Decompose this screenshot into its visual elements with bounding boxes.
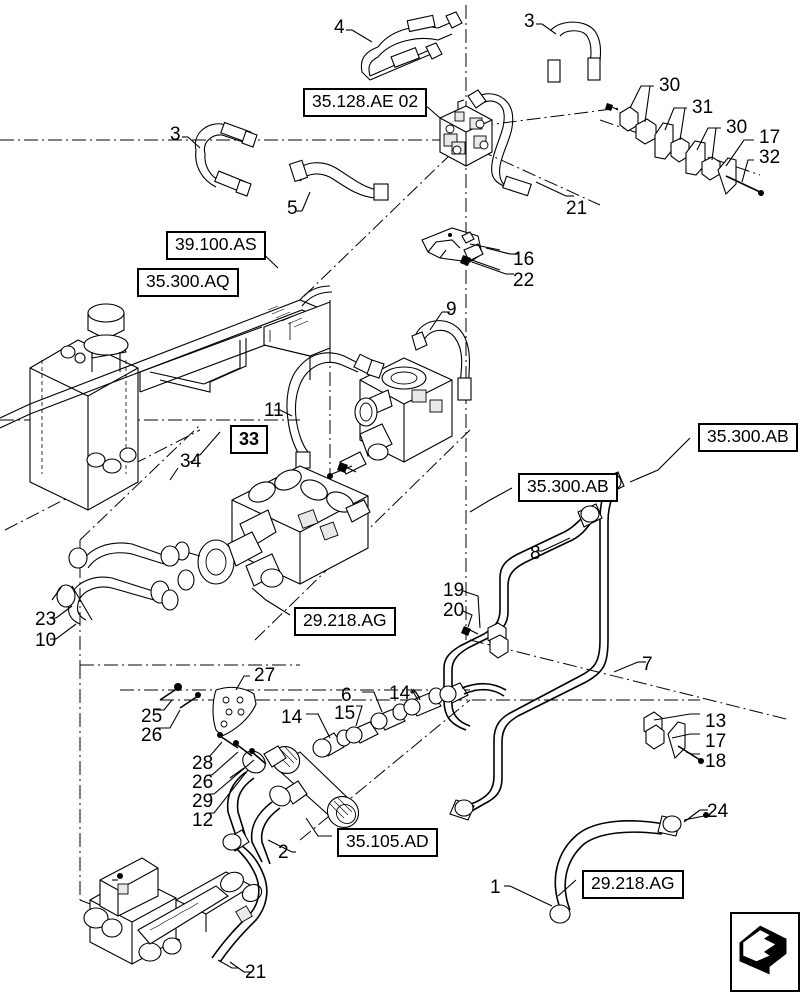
bracket-16-22 bbox=[421, 227, 501, 271]
clamp-19-20 bbox=[461, 590, 509, 659]
hose-5 bbox=[288, 159, 389, 201]
callout-17-top[interactable]: 17 bbox=[759, 127, 781, 148]
callout-29[interactable]: 29 bbox=[192, 791, 214, 812]
callout-15[interactable]: 15 bbox=[334, 703, 356, 724]
reference-box-35-105-ad[interactable]: 35.105.AD bbox=[337, 828, 438, 857]
valve-manifold bbox=[439, 99, 493, 167]
callout-26-b[interactable]: 26 bbox=[192, 772, 214, 793]
boxed-callout-33[interactable]: 33 bbox=[230, 425, 269, 454]
hose-11 bbox=[286, 352, 385, 469]
callout-20[interactable]: 20 bbox=[443, 600, 465, 621]
view-orientation-icon bbox=[730, 912, 800, 992]
leader-lines bbox=[50, 23, 708, 973]
hose-3-left bbox=[194, 121, 258, 197]
hose-3-top bbox=[547, 21, 602, 83]
callout-21-bottom[interactable]: 21 bbox=[245, 962, 267, 983]
callout-11[interactable]: 11 bbox=[264, 400, 284, 421]
callout-19[interactable]: 19 bbox=[443, 580, 465, 601]
arrow-view-direction-icon bbox=[739, 925, 787, 975]
callout-12[interactable]: 12 bbox=[192, 810, 214, 831]
hydraulic-tank bbox=[29, 303, 139, 511]
reference-box-35-128-ae-02[interactable]: 35.128.AE 02 bbox=[303, 88, 428, 117]
hose-1-24 bbox=[549, 812, 709, 924]
hose-21-top bbox=[467, 89, 532, 197]
callout-30-b[interactable]: 30 bbox=[726, 117, 748, 138]
callout-32[interactable]: 32 bbox=[759, 147, 781, 168]
lower-valve-block bbox=[83, 829, 268, 969]
hose-9 bbox=[411, 320, 472, 401]
plate-27-fasteners bbox=[156, 675, 267, 814]
callout-5[interactable]: 5 bbox=[287, 198, 298, 219]
reference-box-39-100-as[interactable]: 39.100.AS bbox=[166, 231, 266, 260]
callout-21-top[interactable]: 21 bbox=[566, 198, 588, 219]
callout-23[interactable]: 23 bbox=[35, 609, 57, 630]
bracket-stack bbox=[605, 85, 764, 196]
callout-2[interactable]: 2 bbox=[278, 842, 289, 863]
callout-8[interactable]: 8 bbox=[530, 543, 541, 564]
callout-1[interactable]: 1 bbox=[490, 877, 501, 898]
callout-26-a[interactable]: 26 bbox=[141, 725, 163, 746]
callout-27[interactable]: 27 bbox=[254, 665, 276, 686]
reference-box-35-300-aq[interactable]: 35.300.AQ bbox=[137, 268, 239, 297]
hose-10-23 bbox=[51, 542, 195, 625]
callout-25[interactable]: 25 bbox=[141, 706, 163, 727]
hose-4 bbox=[360, 11, 463, 81]
filter-assembly bbox=[226, 745, 360, 865]
callout-34[interactable]: 34 bbox=[180, 451, 202, 472]
callout-17-bottom[interactable]: 17 bbox=[705, 731, 727, 752]
fittings-chain bbox=[306, 682, 507, 758]
callout-7[interactable]: 7 bbox=[642, 654, 653, 675]
callout-18[interactable]: 18 bbox=[705, 751, 727, 772]
callout-24[interactable]: 24 bbox=[707, 801, 729, 822]
callout-14-a[interactable]: 14 bbox=[389, 683, 411, 704]
hydrostatic-pump-upper bbox=[327, 357, 453, 479]
callout-3-top[interactable]: 3 bbox=[524, 11, 535, 32]
reference-box-35-300-ab-lower[interactable]: 35.300.AB bbox=[518, 473, 618, 502]
chassis-frame bbox=[0, 285, 333, 429]
callout-3-left[interactable]: 3 bbox=[170, 124, 181, 145]
hydrostatic-pump-lower bbox=[174, 462, 371, 588]
callout-30-a[interactable]: 30 bbox=[659, 75, 681, 96]
reference-box-29-218-ag-lower[interactable]: 29.218.AG bbox=[582, 870, 684, 899]
callout-13[interactable]: 13 bbox=[705, 711, 727, 732]
callout-9[interactable]: 9 bbox=[446, 299, 457, 320]
callout-22[interactable]: 22 bbox=[513, 270, 535, 291]
callout-10[interactable]: 10 bbox=[35, 630, 57, 651]
callout-6[interactable]: 6 bbox=[341, 685, 352, 706]
callout-31[interactable]: 31 bbox=[692, 97, 714, 118]
callout-4-top[interactable]: 4 bbox=[334, 17, 345, 38]
callout-16[interactable]: 16 bbox=[513, 249, 535, 270]
tube-7-8 bbox=[443, 471, 625, 821]
bracket-13-17-18 bbox=[643, 711, 704, 764]
reference-box-29-218-ag-upper[interactable]: 29.218.AG bbox=[294, 607, 396, 636]
callout-14-b[interactable]: 14 bbox=[281, 707, 303, 728]
callout-28[interactable]: 28 bbox=[192, 753, 214, 774]
reference-box-35-300-ab-upper[interactable]: 35.300.AB bbox=[698, 423, 798, 452]
